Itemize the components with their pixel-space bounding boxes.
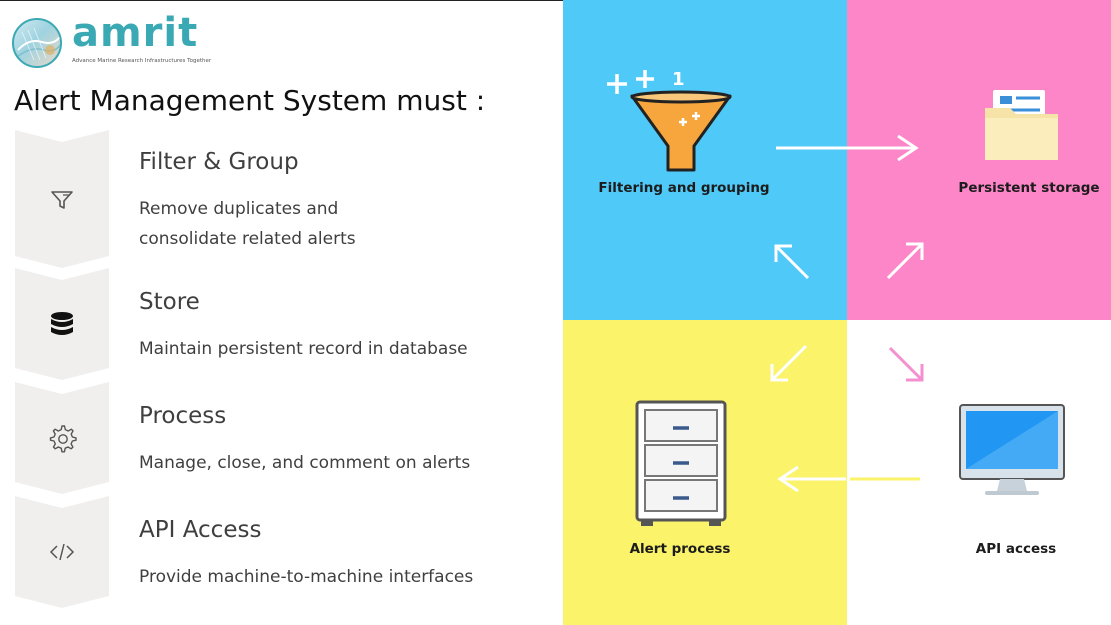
database-icon [47,309,77,339]
amrit-logo: amrit Advance Marine Research Infrastruc… [10,10,211,72]
step-chevron-process [15,382,109,494]
logo-tagline: Advance Marine Research Infrastructures … [72,58,212,64]
label-api-access: API access [975,541,1057,557]
logo-emblem [12,18,62,68]
arrow-to-api [888,346,924,382]
page-heading: Alert Management System must : [14,84,486,117]
label-alert-process: Alert process [629,541,731,557]
top-border [0,0,1111,1]
filter-icon [47,184,77,214]
quadrant-filtering [563,0,847,320]
funnel-icon [630,90,732,172]
quadrant-storage [847,0,1111,320]
step-desc-api-access: Provide machine-to-machine interfaces [139,567,474,587]
file-cabinet-icon [635,400,727,526]
arrow-storage-up [886,242,924,280]
step-title-filter-group: Filter & Group [139,149,299,175]
monitor-icon [959,404,1065,495]
step-title-store: Store [139,289,200,315]
step-chevron-filter [15,130,109,268]
step-title-process: Process [139,403,227,429]
logo-wordmark: amrit [72,10,199,56]
code-icon [47,537,77,567]
step-desc-filter-line2: consolidate related alerts [139,229,356,249]
step-desc-store: Maintain persistent record in database [139,339,468,359]
folder-icon [985,90,1058,160]
arrow-to-filter [774,244,810,280]
step-desc-process: Manage, close, and comment on alerts [139,453,471,473]
gear-icon [47,423,77,453]
step-desc-filter-line1: Remove duplicates and [139,199,339,219]
step-title-api-access: API Access [139,517,262,543]
arrow-to-alert-process [770,344,808,382]
label-filtering-grouping: Filtering and grouping [598,180,770,196]
step-chevron-store [15,268,109,380]
label-persistent-storage: Persistent storage [958,180,1100,196]
arrow-api-to-alert [777,465,846,493]
arrow-filter-to-storage [776,134,919,162]
step-chevron-api [15,496,109,608]
plus-one-label: 1 [672,69,685,90]
plus-signs-icon [607,70,654,94]
